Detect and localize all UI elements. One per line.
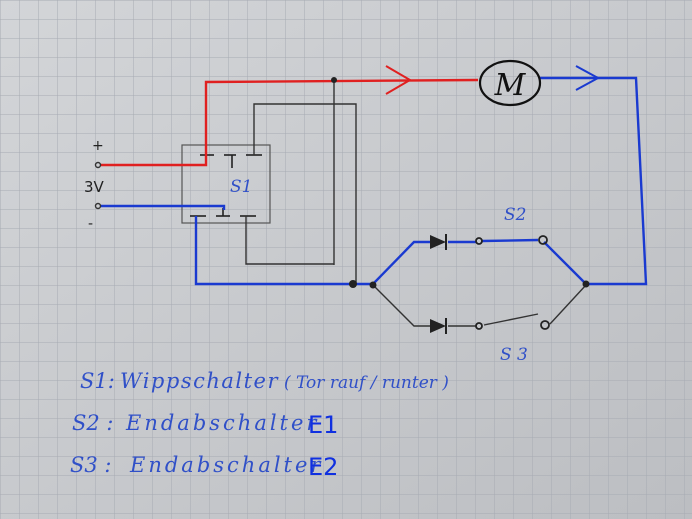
legend-s2-symbol: S2 : — [72, 411, 114, 435]
s2-label: S2 — [504, 205, 526, 225]
legend-s2-tag: E1 — [308, 411, 338, 439]
legend-s3-text: Endabschalter — [129, 453, 323, 477]
positive-wire — [100, 65, 479, 167]
s3-label: S 3 — [500, 345, 528, 365]
legend: S1: Wippschalter ( Tor rauf / runter ) S… — [70, 369, 449, 481]
junction-dots — [331, 77, 590, 289]
legend-s1-text: Wippschalter — [120, 369, 279, 393]
black-wires — [245, 80, 587, 327]
legend-s3-tag: E2 — [308, 453, 338, 481]
s1-switch-box — [181, 144, 271, 224]
motor-label: M — [494, 68, 527, 103]
negative-wire — [100, 65, 648, 286]
plus-label: + — [92, 138, 104, 154]
legend-s3-symbol: S3 : — [70, 453, 112, 477]
minus-label: - — [88, 216, 93, 232]
voltage-label: 3V — [84, 178, 105, 196]
diode-upper — [430, 234, 447, 250]
legend-s2-text: Endabschalter — [125, 411, 319, 435]
motor: M — [478, 59, 542, 107]
legend-s1-symbol: S1: — [80, 369, 115, 393]
s1-label: S1 — [230, 177, 252, 197]
diode-lower — [430, 318, 447, 334]
motor-circle — [478, 59, 542, 107]
legend-s1-note: ( Tor rauf / runter ) — [284, 373, 449, 393]
switch-terminals — [475, 235, 550, 330]
battery-terminals — [94, 161, 102, 210]
